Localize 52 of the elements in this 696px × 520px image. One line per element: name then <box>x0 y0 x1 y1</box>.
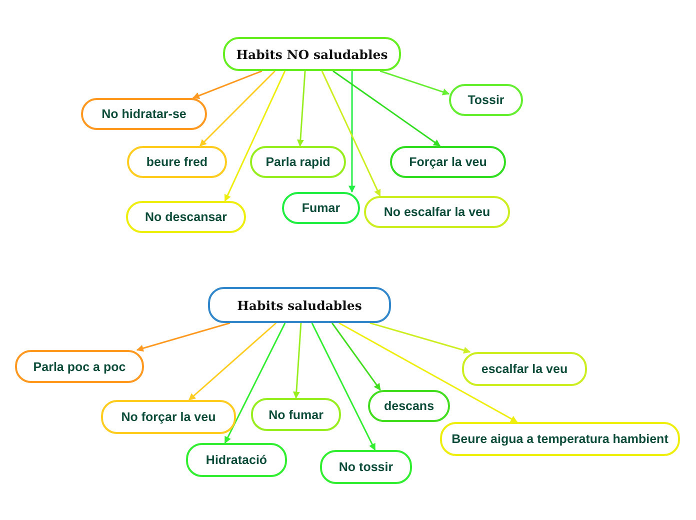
subtopic-box <box>462 352 587 386</box>
subtopic-box <box>449 84 523 116</box>
subtopic-box <box>127 146 227 178</box>
node-label: No forçar la veu <box>121 410 216 424</box>
arrow <box>296 70 306 147</box>
subtopic-box <box>368 390 450 422</box>
topic-box <box>208 287 391 323</box>
arrow <box>338 322 518 423</box>
subtopic-box <box>320 450 412 484</box>
node-label: Tossir <box>468 93 504 107</box>
node-label: No escalfar la veu <box>384 205 490 219</box>
arrow <box>331 322 381 391</box>
arrow <box>199 70 276 147</box>
subtopic-box <box>15 350 144 383</box>
arrow <box>370 322 471 354</box>
subtopic-box <box>251 398 341 431</box>
arrow <box>311 322 376 451</box>
node-label: Fumar <box>302 201 340 215</box>
subtopic-box <box>282 192 360 224</box>
node-label: escalfar la veu <box>481 362 568 376</box>
node-label: beure fred <box>146 155 208 169</box>
arrow <box>224 70 286 202</box>
subtopic-box <box>81 98 207 130</box>
node-label: No tossir <box>338 460 394 474</box>
subtopic-box <box>364 196 510 228</box>
node-label: No descansar <box>145 210 227 224</box>
node-label: Beure aigua a temperatura hambient <box>452 432 668 446</box>
subtopic-box <box>440 422 680 456</box>
subtopic-box <box>101 400 236 434</box>
node-label: No hidratar-se <box>102 107 186 121</box>
node-label: Parla poc a poc <box>33 360 126 374</box>
arrow <box>192 70 262 99</box>
arrow <box>188 322 277 401</box>
arrow <box>136 322 230 352</box>
arrow <box>332 70 441 147</box>
arrow <box>224 322 286 444</box>
topic-box <box>223 37 401 71</box>
arrow <box>380 70 450 96</box>
subtopic-box <box>126 201 246 233</box>
node-label: No fumar <box>268 408 324 422</box>
subtopic-box <box>390 146 506 178</box>
node-label: Parla rapid <box>266 155 330 169</box>
node-label: Habits NO saludables <box>236 46 388 62</box>
arrow <box>348 71 356 193</box>
arrow <box>292 322 302 399</box>
node-label: Hidratació <box>206 453 268 467</box>
node-label: descans <box>384 399 434 413</box>
node-label: Habits saludables <box>237 298 362 312</box>
arrow <box>321 70 381 197</box>
node-label: Forçar la veu <box>409 155 487 169</box>
subtopic-box <box>250 146 346 178</box>
subtopic-box <box>186 443 287 477</box>
